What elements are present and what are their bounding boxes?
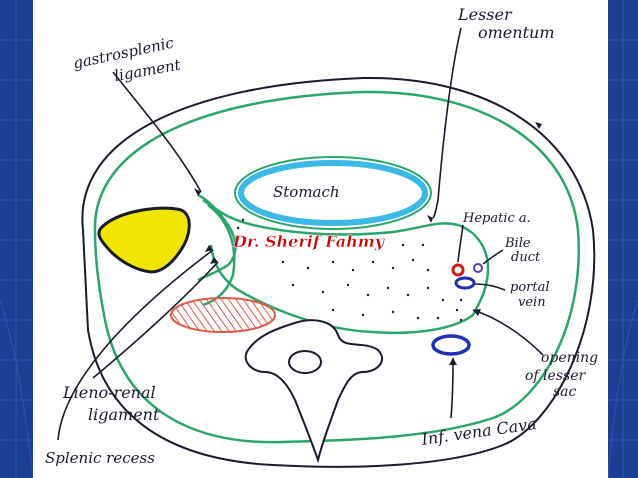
vertebra-shape	[244, 319, 383, 464]
ivc-pointer	[450, 357, 454, 419]
abdominal-wall-outline	[81, 76, 596, 468]
label-splenic-recess: Splenic recess	[45, 449, 155, 467]
gastrosplenic-ligament-line	[197, 193, 237, 282]
spleen-shape	[97, 206, 191, 274]
label-inf-vena-cava: Inf. vena Cava	[419, 414, 537, 449]
label-opening-2: of lesser	[525, 368, 586, 384]
label-portal-vein-1: portal	[510, 280, 550, 295]
portal-vein-shape	[454, 276, 476, 290]
lesser-omentum-pointer	[432, 27, 462, 219]
label-bile-duct-2: duct	[511, 250, 541, 265]
label-stomach: Stomach	[273, 183, 340, 201]
label-opening-1: opening	[541, 350, 598, 366]
lesser-sac-boundary	[202, 198, 490, 335]
stomach-shape	[238, 160, 428, 226]
author-watermark: Dr. Sherif Fahmy	[232, 232, 386, 251]
label-bile-duct-1: Bile	[504, 236, 531, 251]
arrowhead-splenic-recess	[205, 245, 213, 252]
arrowhead-opening	[473, 309, 481, 316]
peritoneal-cross-section-diagram: gastrosplenic ligament Lesser omentum St…	[45, 5, 598, 468]
splenic-recess-pointer	[57, 249, 214, 441]
hepatic-artery-pointer	[457, 224, 464, 263]
label-lesser-omentum-2: omentum	[478, 23, 554, 42]
label-lienorenal-1: Lieno-renal	[62, 383, 156, 402]
bile-duct-shape	[473, 263, 483, 273]
slide-canvas: gastrosplenic ligament Lesser omentum St…	[33, 0, 608, 478]
kidney-shape	[170, 297, 276, 333]
portal-vein-pointer	[474, 283, 506, 291]
stomach-outline	[234, 156, 432, 230]
label-hepatic-artery: Hepatic a.	[462, 211, 531, 226]
arrowhead-ivc	[449, 358, 457, 365]
inferior-vena-cava-shape	[431, 334, 471, 356]
vertebral-canal	[288, 350, 322, 374]
bile-duct-pointer	[482, 249, 504, 265]
label-lienorenal-2: ligament	[88, 405, 160, 424]
arrowhead-lienorenal	[210, 257, 218, 264]
lienorenal-pointer	[92, 261, 219, 379]
label-opening-3: sac	[553, 384, 577, 400]
arrowhead-gastrosplenic	[194, 188, 201, 196]
opening-pointer	[472, 309, 544, 356]
gastrosplenic-pointer	[112, 71, 202, 193]
label-lesser-omentum-1: Lesser	[457, 5, 513, 24]
arrowhead-outer-wall	[535, 122, 542, 129]
label-portal-vein-2: vein	[518, 295, 546, 310]
parietal-peritoneum	[93, 90, 580, 444]
lesser-sac-dots	[236, 218, 463, 322]
hepatic-artery-shape	[451, 263, 465, 277]
arrowhead-lesser-omentum	[427, 215, 433, 223]
